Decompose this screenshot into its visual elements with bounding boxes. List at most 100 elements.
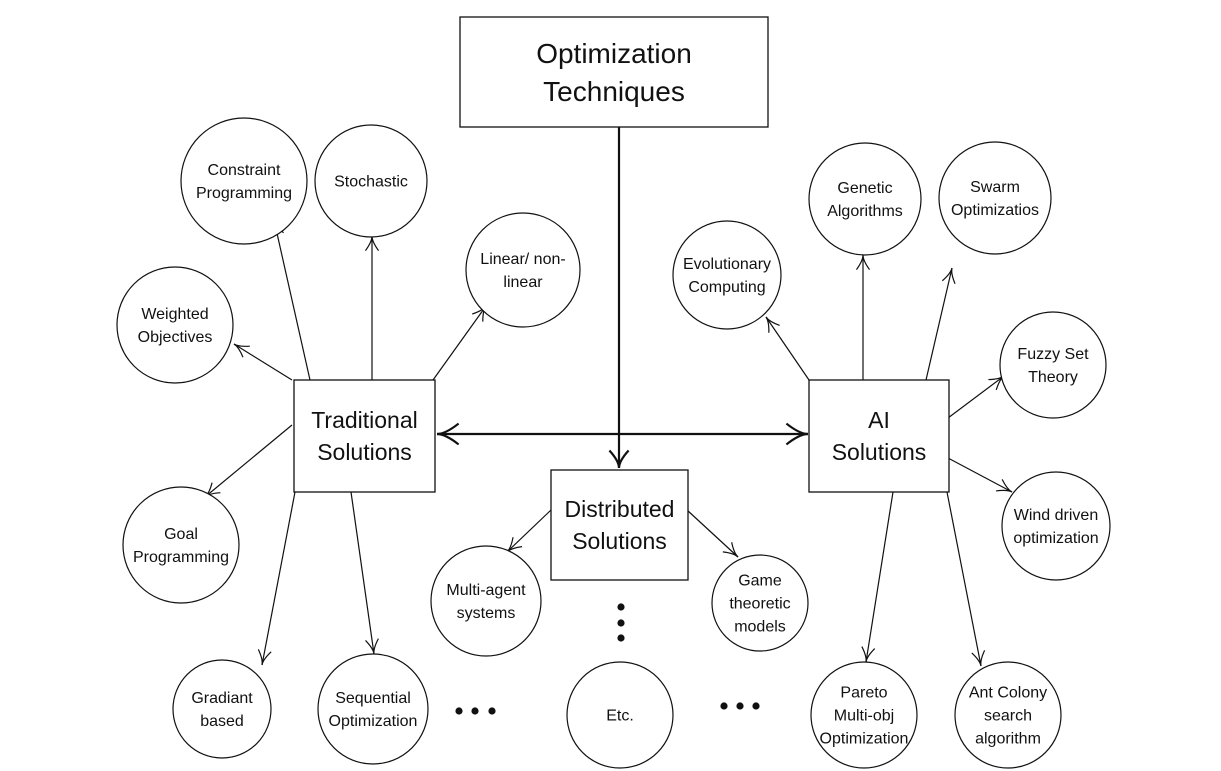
distributed-item-1-label-line: Game bbox=[738, 573, 782, 590]
traditional-item-2[interactable]: Linear/ non-linear bbox=[465, 212, 581, 328]
traditional-item-0-connector bbox=[273, 219, 311, 381]
distributed-item-1-circle bbox=[711, 554, 809, 652]
traditional-solutions-box-label-line: Solutions bbox=[317, 439, 412, 465]
ai-item-5-label-line: Multi-obj bbox=[834, 708, 894, 725]
ai-item-0-connector bbox=[765, 316, 810, 381]
traditional-item-2-circle bbox=[465, 212, 581, 328]
ai-item-0-label-line: Computing bbox=[688, 279, 765, 296]
traditional-item-2-connector bbox=[432, 305, 487, 381]
traditional-item-5-connector-arrowhead bbox=[257, 649, 272, 666]
ai-item-2-connector bbox=[925, 267, 953, 381]
to-ai-connector-arrowhead bbox=[785, 422, 809, 446]
traditional-item-2-label-line: linear bbox=[503, 274, 543, 291]
ellipsis-dot bbox=[455, 707, 463, 715]
ai-item-6-label-line: search bbox=[984, 708, 1032, 725]
ai-item-0-connector-arrowhead bbox=[765, 316, 780, 333]
traditional-item-3-connector bbox=[233, 343, 293, 381]
distributed-item-1-label-line: theoretic bbox=[729, 596, 790, 613]
ai-item-3-connector bbox=[947, 375, 1005, 419]
ai-item-2-connector-arrowhead bbox=[941, 267, 956, 284]
ai-item-5-label-line: Optimization bbox=[820, 731, 909, 748]
ellipsis-dot bbox=[720, 702, 728, 710]
traditional-item-6-circle bbox=[317, 653, 429, 765]
traditional-item-4-circle bbox=[122, 486, 240, 604]
traditional-item-4-label-line: Programming bbox=[133, 549, 229, 566]
traditional-item-3-label-line: Weighted bbox=[141, 306, 208, 323]
distributed-item-1-connector bbox=[686, 509, 739, 558]
ai-item-6-circle bbox=[954, 661, 1062, 769]
traditional-item-6-label-line: Sequential bbox=[335, 690, 411, 707]
distributed-solutions-box-label-line: Distributed bbox=[565, 496, 675, 522]
ai-item-6-connector-arrowhead bbox=[971, 650, 986, 667]
ai-solutions-box-label-line: Solutions bbox=[832, 439, 927, 465]
ai-item-3-label-line: Fuzzy Set bbox=[1017, 346, 1089, 363]
ai-item-1-label-line: Genetic bbox=[837, 180, 892, 197]
distributed-solutions-box-label-line: Solutions bbox=[572, 528, 667, 554]
distributed-item-0-label-line: Multi-agent bbox=[446, 582, 526, 599]
traditional-item-0-label-line: Constraint bbox=[208, 162, 281, 179]
root-to-distributed-connector-arrowhead bbox=[608, 449, 630, 469]
ai-item-2-label-line: Optimizatios bbox=[951, 202, 1039, 219]
continuation-dots-right bbox=[720, 702, 760, 710]
root-box-label-line: Optimization bbox=[536, 38, 692, 69]
ai-item-4-connector bbox=[947, 457, 1013, 493]
ai-item-2-label-line: Swarm bbox=[970, 179, 1020, 196]
ai-item-2-circle bbox=[938, 141, 1052, 255]
ai-item-6-label-line: Ant Colony bbox=[969, 685, 1047, 702]
ai-item-1-circle bbox=[808, 142, 922, 256]
ai-item-1-label-line: Algorithms bbox=[827, 203, 903, 220]
ellipsis-layer bbox=[455, 603, 760, 715]
ellipsis-dot bbox=[617, 619, 625, 627]
traditional-item-5-label-line: Gradiant bbox=[191, 690, 253, 707]
distributed-item-0-connector bbox=[506, 509, 552, 553]
ai-item-0-circle bbox=[672, 220, 782, 330]
traditional-item-3-connector-arrowhead bbox=[233, 343, 250, 358]
ai-item-4-label-line: Wind driven bbox=[1014, 507, 1098, 524]
to-traditional-connector-arrowhead bbox=[436, 422, 460, 446]
ai-item-5-connector bbox=[865, 491, 894, 663]
distributed-item-2[interactable]: Etc. bbox=[566, 661, 674, 769]
ai-item-4-connector-arrowhead bbox=[995, 479, 1013, 493]
traditional-item-1-circle bbox=[314, 124, 428, 238]
distributed-item-2-label: Etc. bbox=[606, 708, 634, 725]
traditional-item-4-connector bbox=[204, 424, 293, 498]
traditional-item-1[interactable]: Stochastic bbox=[314, 124, 428, 238]
distributed-item-2-circle bbox=[566, 661, 674, 769]
traditional-item-5-circle bbox=[172, 659, 272, 759]
